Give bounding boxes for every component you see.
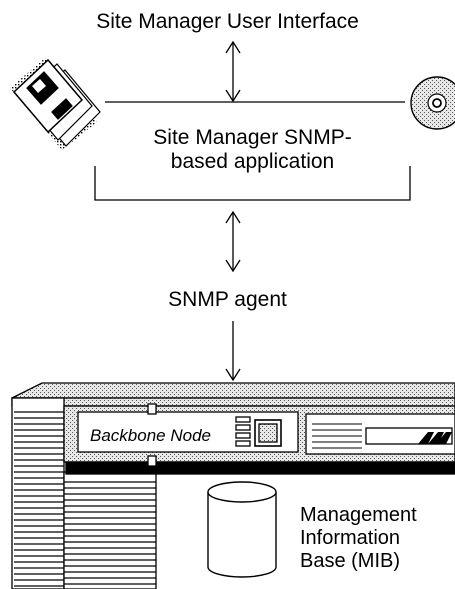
backbone-node-chassis-icon [11,382,455,589]
mib-database-cylinder-icon [207,481,277,578]
mib-label: Management Information Base (MIB) [300,504,417,573]
vendor-logo-icon [418,432,452,444]
app-agent-double-arrow [225,210,241,273]
application-label-line1: Site Manager SNMP- [153,126,352,149]
chassis-vent-slots [14,411,64,587]
backbone-node-label: Backbone Node [90,426,211,445]
floppy-disks-icon [10,58,101,150]
ui-app-double-arrow [225,40,241,103]
mib-label-line: Management [300,504,417,526]
mib-label-line: Information [300,527,401,549]
mib-label-line: Base (MIB) [300,550,401,572]
application-frame [94,101,411,201]
application-label: Site Manager SNMP- based application [95,126,410,174]
cd-disc-icon [410,76,455,130]
snmp-agent-label: SNMP agent [168,288,287,311]
user-interface-label: Site Manager User Interface [96,10,359,33]
application-label-line2: based application [170,150,335,173]
agent-node-arrow [225,321,241,382]
